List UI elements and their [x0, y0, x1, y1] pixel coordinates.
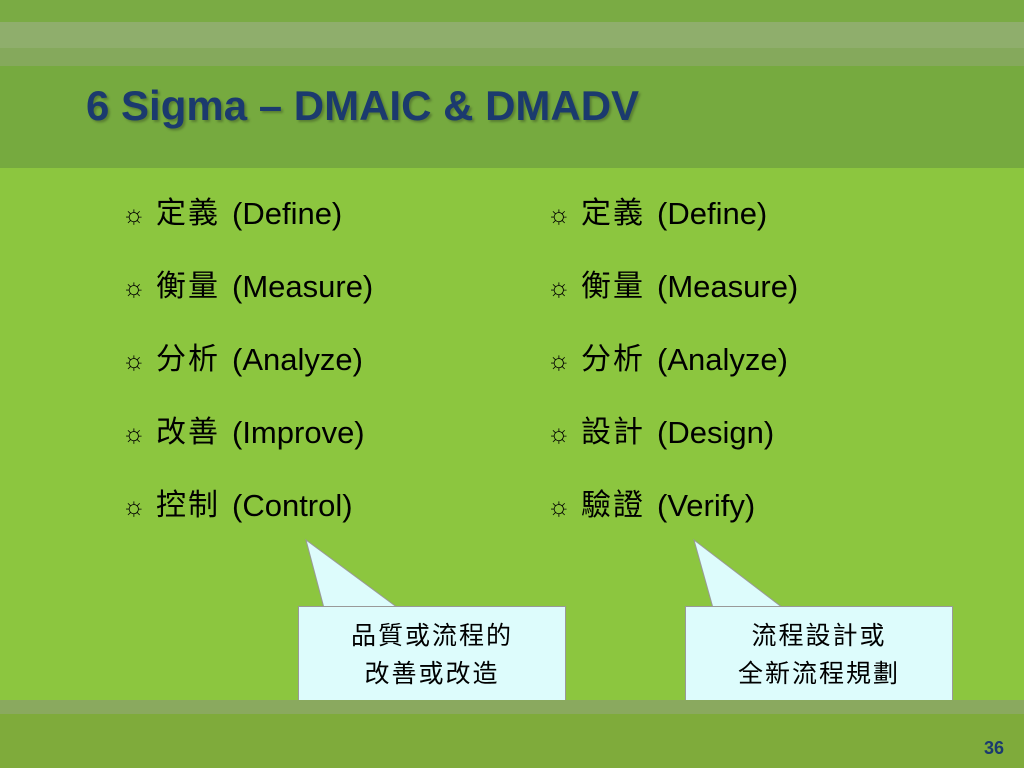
item-zh: 定義	[581, 196, 645, 231]
title-band	[0, 66, 1024, 168]
callout-line: 改善或改造	[364, 659, 500, 688]
item-en: (Measure)	[657, 269, 799, 304]
callout-line: 全新流程規劃	[737, 659, 900, 688]
item-zh: 分析	[156, 342, 220, 377]
sun-bullet-icon: ☼	[122, 199, 146, 229]
sun-bullet-icon: ☼	[122, 272, 146, 302]
sun-bullet-icon: ☼	[547, 491, 571, 521]
item-en: (Measure)	[232, 269, 374, 304]
top-stripe-2	[0, 22, 1024, 48]
list-item: ☼ 定義 (Define)	[122, 193, 373, 266]
slide-title: 6 Sigma – DMAIC & DMADV	[86, 82, 640, 129]
footer-band	[0, 700, 1024, 768]
item-zh: 衡量	[156, 269, 220, 304]
callout-line: 流程設計或	[751, 621, 887, 650]
list-item: ☼ 驗證 (Verify)	[547, 485, 798, 558]
list-item: ☼ 改善 (Improve)	[122, 412, 373, 485]
sun-bullet-icon: ☼	[122, 418, 146, 448]
callout-line: 品質或流程的	[350, 621, 513, 650]
item-zh: 衡量	[581, 269, 645, 304]
list-item: ☼ 定義 (Define)	[547, 193, 798, 266]
list-item: ☼ 設計 (Design)	[547, 412, 798, 485]
item-en: (Design)	[657, 415, 775, 450]
sun-bullet-icon: ☼	[547, 418, 571, 448]
item-en: (Improve)	[232, 415, 365, 450]
item-zh: 分析	[581, 342, 645, 377]
top-stripe-3	[0, 48, 1024, 66]
sun-bullet-icon: ☼	[547, 272, 571, 302]
dmaic-list: ☼ 定義 (Define) ☼ 衡量 (Measure) ☼ 分析 (Analyze) ☼ 改…	[122, 193, 373, 558]
sun-bullet-icon: ☼	[122, 345, 146, 375]
list-item: ☼ 控制 (Control)	[122, 485, 373, 558]
page-number: 36	[983, 738, 1004, 758]
item-en: (Analyze)	[232, 342, 363, 377]
item-en: (Verify)	[657, 488, 756, 523]
item-zh: 改善	[156, 415, 220, 450]
item-en: (Control)	[232, 488, 353, 523]
dmaic-callout: 品質或流程的 改善或改造	[298, 606, 566, 713]
sun-bullet-icon: ☼	[122, 491, 146, 521]
item-en: (Analyze)	[657, 342, 788, 377]
sun-bullet-icon: ☼	[547, 345, 571, 375]
dmadv-callout: 流程設計或 全新流程規劃	[685, 606, 953, 713]
list-item: ☼ 分析 (Analyze)	[122, 339, 373, 412]
item-en: (Define)	[657, 196, 768, 231]
list-item: ☼ 衡量 (Measure)	[547, 266, 798, 339]
item-zh: 設計	[581, 415, 645, 450]
item-zh: 定義	[156, 196, 220, 231]
footer-stripe	[0, 700, 1024, 714]
dmadv-list: ☼ 定義 (Define) ☼ 衡量 (Measure) ☼ 分析 (Analyze) ☼ 設…	[547, 193, 798, 558]
top-stripe-1	[0, 0, 1024, 22]
list-item: ☼ 分析 (Analyze)	[547, 339, 798, 412]
item-zh: 驗證	[581, 488, 645, 523]
item-en: (Define)	[232, 196, 343, 231]
sun-bullet-icon: ☼	[547, 199, 571, 229]
list-item: ☼ 衡量 (Measure)	[122, 266, 373, 339]
item-zh: 控制	[156, 488, 220, 523]
